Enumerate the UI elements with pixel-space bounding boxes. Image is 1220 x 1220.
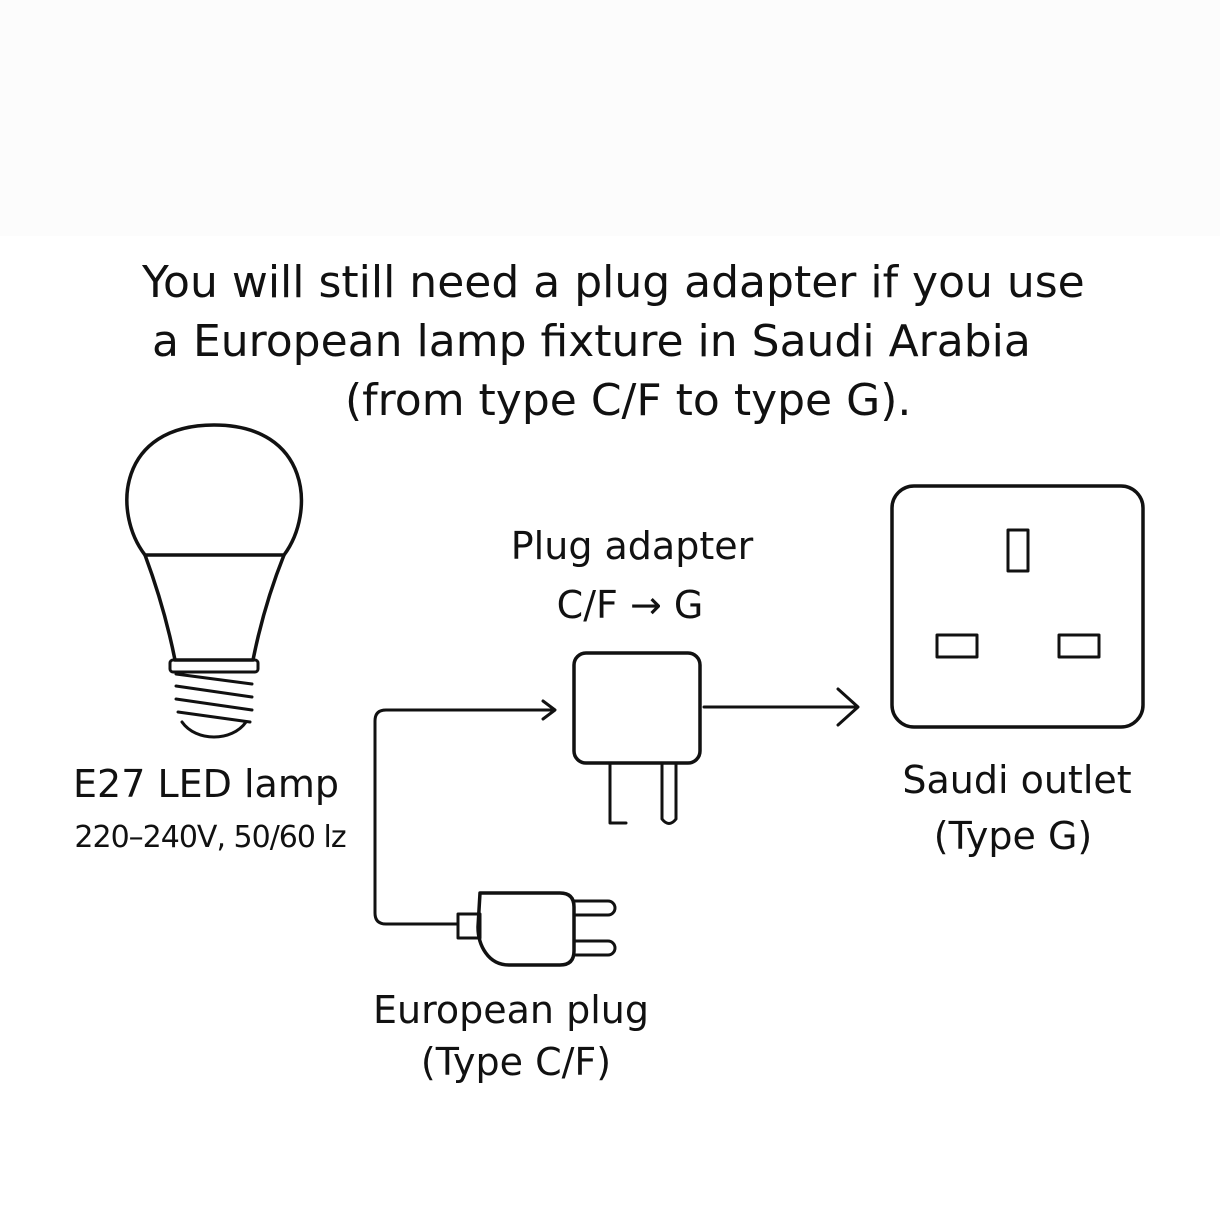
european-plug-label: European plug <box>373 988 649 1032</box>
type-g-outlet-icon <box>890 484 1145 729</box>
arrow-right-icon <box>541 699 557 721</box>
plug-adapter-icon <box>572 651 702 825</box>
headline-line-2: a European lamp fixture in Saudi Arabia <box>152 316 1031 367</box>
european-plug-icon <box>456 891 617 967</box>
european-plug-type: (Type C/F) <box>420 1040 612 1084</box>
lamp-label: E27 LED lamp <box>73 762 339 806</box>
lamp-spec: 220–240V, 50/60 lz <box>74 820 346 855</box>
light-bulb-icon <box>125 423 304 739</box>
headline-line-1: You will still need a plug adapter if yo… <box>142 257 1085 308</box>
top-band <box>0 0 1220 236</box>
outlet-type: (Type G) <box>933 814 1093 858</box>
adapter-conversion: C/F → G <box>556 583 704 627</box>
outlet-label: Saudi outlet <box>902 758 1132 802</box>
adapter-label: Plug adapter <box>510 524 754 568</box>
arrow-right-icon <box>702 687 860 727</box>
cable-line <box>373 708 555 926</box>
headline-line-3: (from type C/F to type G). <box>345 375 912 426</box>
